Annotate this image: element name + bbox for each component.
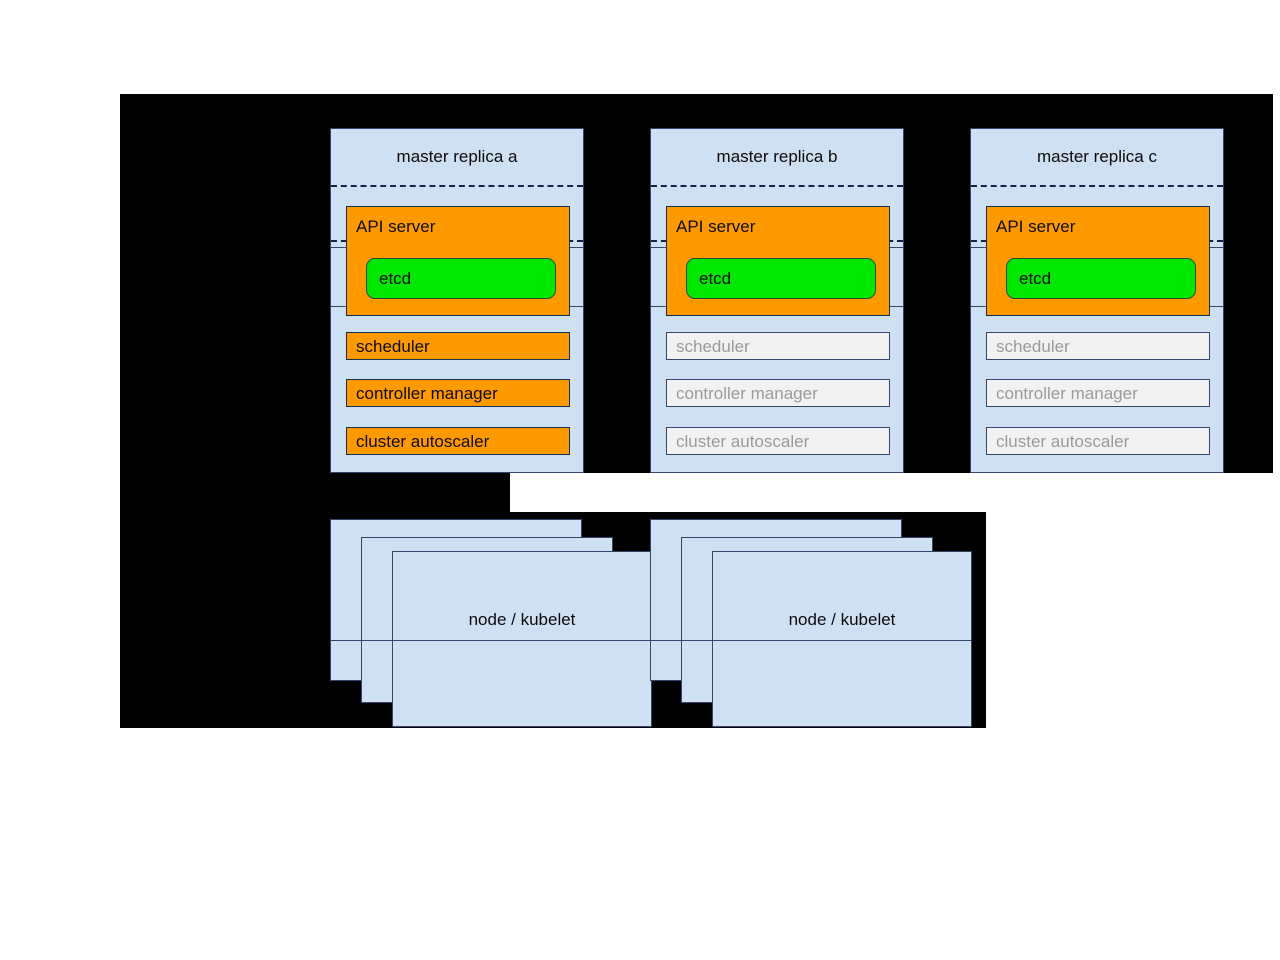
master-replica-b-title: master replica b (716, 147, 838, 166)
master-b-controller-manager[interactable]: controller manager (666, 379, 890, 407)
node-group-1-label: node / kubelet (468, 610, 576, 629)
master-c-controller-manager[interactable]: controller manager (986, 379, 1210, 407)
node-group-1-layer-front[interactable]: node / kubelet (392, 551, 652, 727)
master-replica-a[interactable]: master replica a API server etcd schedul… (330, 128, 584, 473)
master-c-scheduler[interactable]: scheduler (986, 332, 1210, 360)
master-replica-c[interactable]: master replica c API server etcd schedul… (970, 128, 1224, 473)
master-replica-a-title: master replica a (396, 147, 518, 166)
master-b-api-server[interactable]: API server etcd (666, 206, 890, 316)
node-divider-line-left (330, 640, 652, 641)
master-b-cluster-autoscaler[interactable]: cluster autoscaler (666, 427, 890, 455)
master-b-etcd[interactable]: etcd (686, 258, 876, 299)
master-a-cluster-autoscaler[interactable]: cluster autoscaler (346, 427, 570, 455)
node-group-2-label: node / kubelet (788, 610, 896, 629)
master-b-scheduler[interactable]: scheduler (666, 332, 890, 360)
master-c-api-server-label: API server (996, 217, 1076, 236)
master-c-api-server[interactable]: API server etcd (986, 206, 1210, 316)
master-a-scheduler[interactable]: scheduler (346, 332, 570, 360)
master-b-api-server-label: API server (676, 217, 756, 236)
master-a-api-server-label: API server (356, 217, 436, 236)
master-a-api-server[interactable]: API server etcd (346, 206, 570, 316)
master-c-dashed-sep-top (971, 185, 1223, 187)
layout-gap (510, 473, 1280, 512)
node-divider-line-right (650, 640, 972, 641)
master-replica-b[interactable]: master replica b API server etcd schedul… (650, 128, 904, 473)
master-replica-c-title: master replica c (1037, 147, 1157, 166)
master-a-controller-manager[interactable]: controller manager (346, 379, 570, 407)
master-a-etcd[interactable]: etcd (366, 258, 556, 299)
master-a-dashed-sep-top (331, 185, 583, 187)
master-b-dashed-sep-top (651, 185, 903, 187)
master-c-etcd[interactable]: etcd (1006, 258, 1196, 299)
master-c-cluster-autoscaler[interactable]: cluster autoscaler (986, 427, 1210, 455)
node-group-2-layer-front[interactable]: node / kubelet (712, 551, 972, 727)
